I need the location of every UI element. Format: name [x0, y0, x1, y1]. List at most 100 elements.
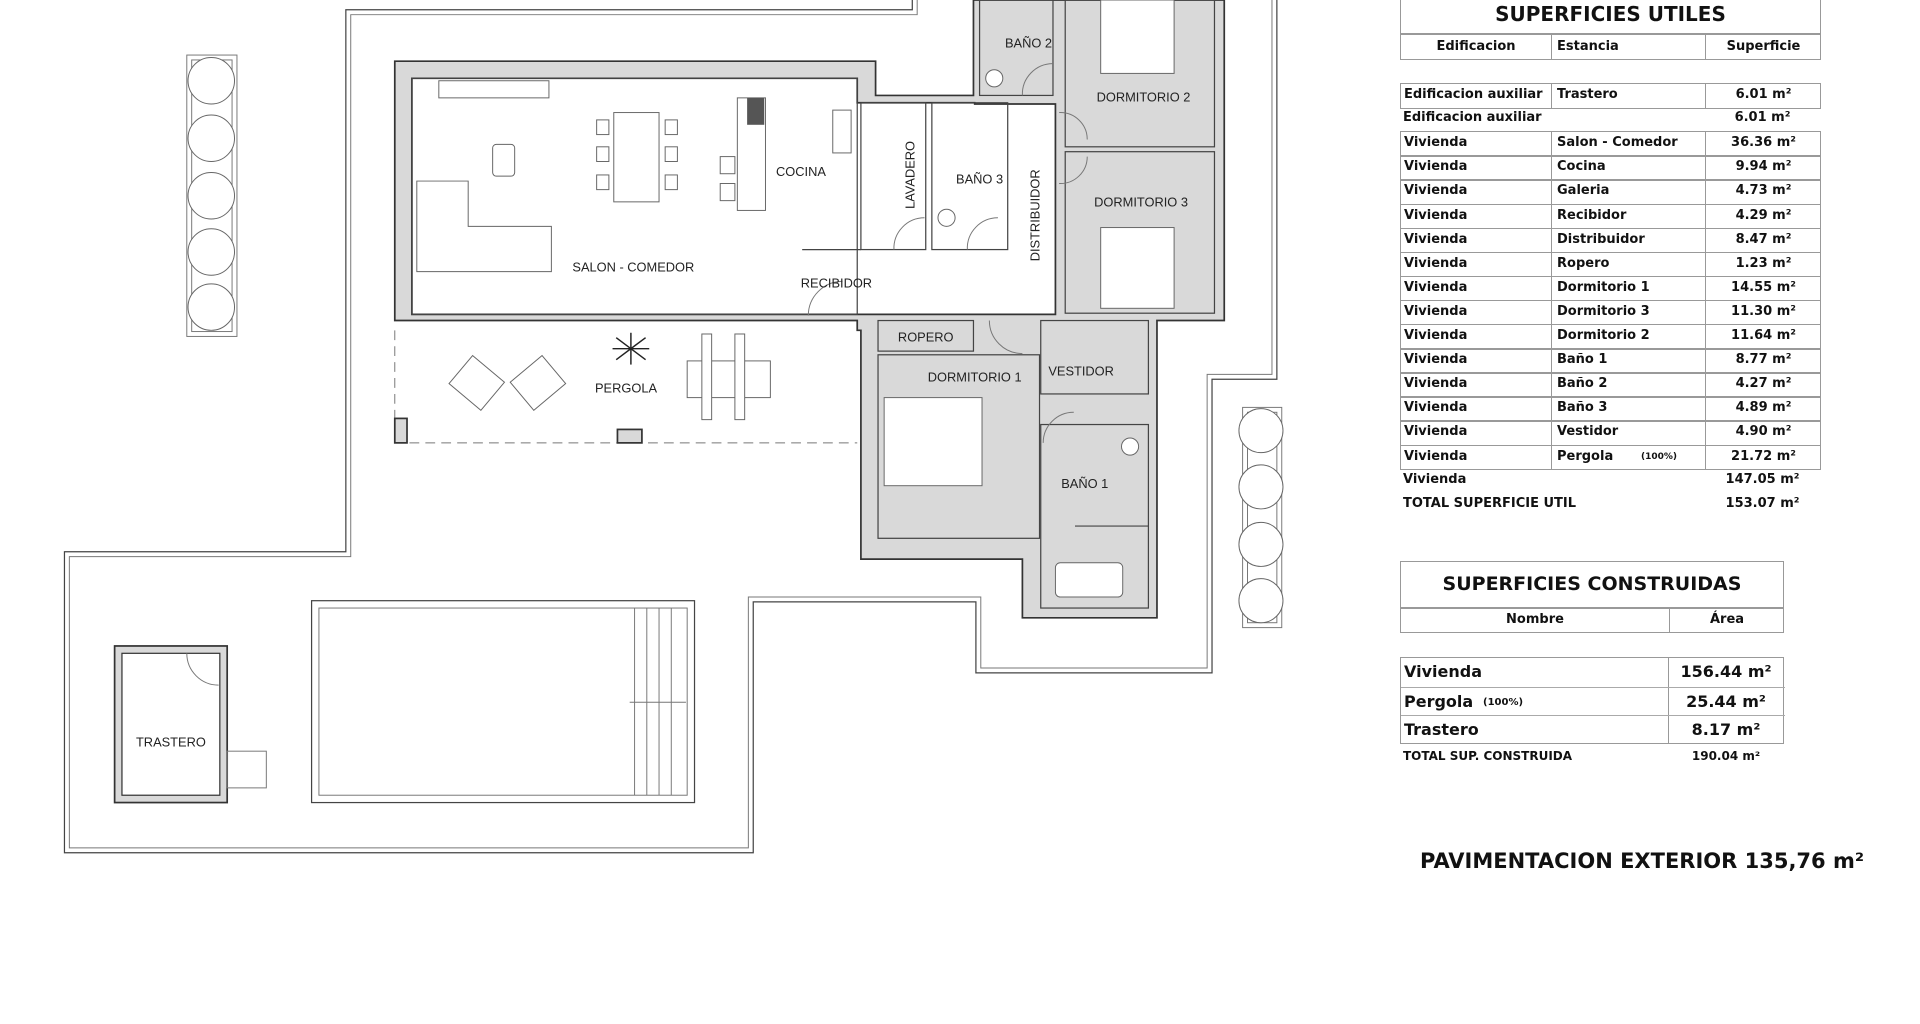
- construidas-cell-nombre: Trastero: [1404, 720, 1479, 740]
- utiles-cell-superficie: 11.30 m²: [1731, 303, 1796, 319]
- utiles-cell-edificacion: Vivienda: [1404, 448, 1468, 464]
- room-label-ropero: ROPERO: [898, 329, 954, 344]
- utiles-cell-edificacion: Edificacion auxiliar: [1404, 87, 1543, 102]
- room-label-dormitorio1: DORMITORIO 1: [928, 370, 1022, 385]
- utiles-cell-edificacion: Vivienda: [1404, 207, 1468, 223]
- utiles-cell-edificacion: Vivienda: [1404, 135, 1468, 151]
- utiles-row: Edificacion auxiliar Trastero 6.01 m²: [1400, 83, 1821, 109]
- utiles-cell-superficie: 4.29 m²: [1735, 207, 1792, 223]
- utiles-cell-edificacion: Vivienda: [1404, 303, 1468, 319]
- utiles-cell-estancia: Ropero: [1557, 255, 1610, 271]
- utiles-header-estancia: Estancia: [1557, 39, 1619, 54]
- superficies-construidas-table: SUPERFICIES CONSTRUIDAS Nombre Área Vivi…: [1400, 561, 1785, 771]
- utiles-cell-edificacion: Vivienda: [1404, 255, 1468, 271]
- utiles-cell-superficie: 6.01 m²: [1734, 110, 1791, 126]
- utiles-cell-estancia: Recibidor: [1557, 207, 1627, 223]
- utiles-cell-edificacion: Vivienda: [1404, 424, 1468, 440]
- utiles-cell-estancia: Cocina: [1557, 159, 1606, 175]
- utiles-cell-superficie: 8.77 m²: [1735, 352, 1792, 368]
- construidas-row: Trastero 8.17 m²: [1401, 715, 1785, 745]
- construidas-header-row: Nombre Área: [1400, 607, 1784, 633]
- utiles-cell-edificacion: Vivienda: [1403, 471, 1467, 487]
- utiles-row: Vivienda Distribuidor 8.47 m²: [1400, 227, 1821, 254]
- construidas-title-box: SUPERFICIES CONSTRUIDAS: [1400, 561, 1784, 609]
- utiles-cell-estancia: Galeria: [1557, 183, 1610, 199]
- utiles-row: Vivienda Cocina 9.94 m²: [1400, 155, 1821, 181]
- construidas-cell-area: 156.44 m²: [1680, 662, 1772, 681]
- construidas-row: Vivienda 156.44 m²: [1401, 658, 1785, 687]
- utiles-cell-edificacion: Vivienda: [1404, 159, 1468, 175]
- utiles-cell-estancia: Vestidor: [1557, 424, 1619, 440]
- utiles-cell-estancia: Baño 1: [1557, 352, 1608, 368]
- construidas-total-value: 190.04 m²: [1691, 749, 1761, 763]
- utiles-row: Vivienda Recibidor 4.29 m²: [1400, 203, 1821, 230]
- utiles-header-edificacion: Edificacion: [1436, 39, 1516, 54]
- construidas-cell-area: 8.17 m²: [1691, 720, 1761, 740]
- utiles-cell-estancia: Dormitorio 2: [1557, 328, 1650, 343]
- utiles-row: Vivienda 147.05 m²: [1400, 469, 1821, 495]
- utiles-cell-edificacion: Edificacion auxiliar: [1403, 110, 1542, 126]
- construidas-cell-area: 25.44 m²: [1686, 691, 1766, 711]
- plot-boundary: [63, 0, 1278, 854]
- utiles-header-superficie: Superficie: [1726, 39, 1801, 54]
- room-label-vestidor: VESTIDOR: [1048, 364, 1114, 379]
- house-walls: [393, 0, 1226, 619]
- utiles-cell-superficie: 6.01 m²: [1735, 87, 1792, 102]
- construidas-cell-nombre: Vivienda: [1404, 662, 1482, 681]
- utiles-cell-edificacion: Vivienda: [1404, 183, 1468, 199]
- utiles-cell-edificacion: Vivienda: [1404, 231, 1468, 247]
- tree-row-left: [186, 54, 238, 337]
- construidas-header-area: Área: [1709, 612, 1745, 627]
- utiles-cell-superficie: 8.47 m²: [1735, 231, 1792, 247]
- tree-row-right: [1238, 406, 1284, 629]
- utiles-cell-edificacion: TOTAL SUPERFICIE UTIL: [1403, 495, 1577, 511]
- room-label-lavadero: LAVADERO: [903, 141, 918, 209]
- room-label-salon: SALON - COMEDOR: [572, 260, 694, 275]
- room-label-bano3: BAÑO 3: [956, 172, 1003, 187]
- utiles-title-box: SUPERFICIES UTILES: [1400, 0, 1821, 34]
- room-label-pergola: PERGOLA: [595, 381, 657, 396]
- room-label-recibidor: RECIBIDOR: [801, 276, 872, 291]
- room-label-dormitorio3: DORMITORIO 3: [1094, 195, 1188, 210]
- utiles-cell-estancia: Pergola: [1557, 448, 1614, 464]
- room-label-dormitorio2: DORMITORIO 2: [1097, 90, 1191, 105]
- utiles-cell-superficie: 9.94 m²: [1735, 159, 1792, 175]
- utiles-cell-superficie: 11.64 m²: [1731, 328, 1796, 343]
- utiles-header-row: Edificacion Estancia Superficie: [1400, 34, 1821, 60]
- utiles-cell-superficie: 1.23 m²: [1735, 255, 1792, 271]
- utiles-cell-estancia: Trastero: [1557, 87, 1618, 102]
- utiles-cell-superficie: 147.05 m²: [1725, 471, 1800, 487]
- utiles-title: SUPERFICIES UTILES: [1495, 2, 1726, 26]
- utiles-cell-estancia: Baño 3: [1557, 400, 1608, 416]
- utiles-cell-estancia: Dormitorio 3: [1557, 303, 1650, 319]
- utiles-row: Vivienda Baño 3 4.89 m²: [1400, 396, 1821, 422]
- utiles-row: Vivienda Dormitorio 3 11.30 m²: [1400, 299, 1821, 326]
- utiles-cell-estancia: Distribuidor: [1557, 231, 1645, 247]
- utiles-row: Vivienda Dormitorio 2 11.64 m²: [1400, 324, 1821, 350]
- superficies-utiles-table: SUPERFICIES UTILES Edificacion Estancia …: [1400, 0, 1821, 520]
- utiles-cell-note: (100%): [1641, 451, 1678, 462]
- utiles-cell-superficie: 14.55 m²: [1731, 279, 1796, 295]
- utiles-cell-edificacion: Vivienda: [1404, 352, 1468, 368]
- utiles-row: Vivienda Vestidor 4.90 m²: [1400, 420, 1821, 446]
- furniture: [416, 0, 1175, 598]
- room-label-distribuidor: DISTRIBUIDOR: [1028, 169, 1043, 261]
- utiles-cell-superficie: 4.89 m²: [1735, 400, 1792, 416]
- room-label-trastero: TRASTERO: [136, 734, 206, 749]
- utiles-cell-edificacion: Vivienda: [1404, 328, 1468, 343]
- construidas-cell-nombre: Pergola: [1404, 691, 1474, 711]
- construidas-cell-note: (100%): [1483, 696, 1524, 708]
- construidas-title: SUPERFICIES CONSTRUIDAS: [1442, 573, 1742, 595]
- utiles-row: Edificacion auxiliar 6.01 m²: [1400, 107, 1821, 133]
- utiles-cell-superficie: 4.90 m²: [1735, 424, 1792, 440]
- utiles-cell-edificacion: Vivienda: [1404, 400, 1468, 416]
- utiles-cell-superficie: 4.73 m²: [1735, 183, 1792, 199]
- plant-icon: [612, 332, 650, 365]
- pergola-area: [393, 330, 858, 444]
- utiles-cell-superficie: 153.07 m²: [1725, 495, 1800, 511]
- construidas-total-label: TOTAL SUP. CONSTRUIDA: [1403, 749, 1573, 763]
